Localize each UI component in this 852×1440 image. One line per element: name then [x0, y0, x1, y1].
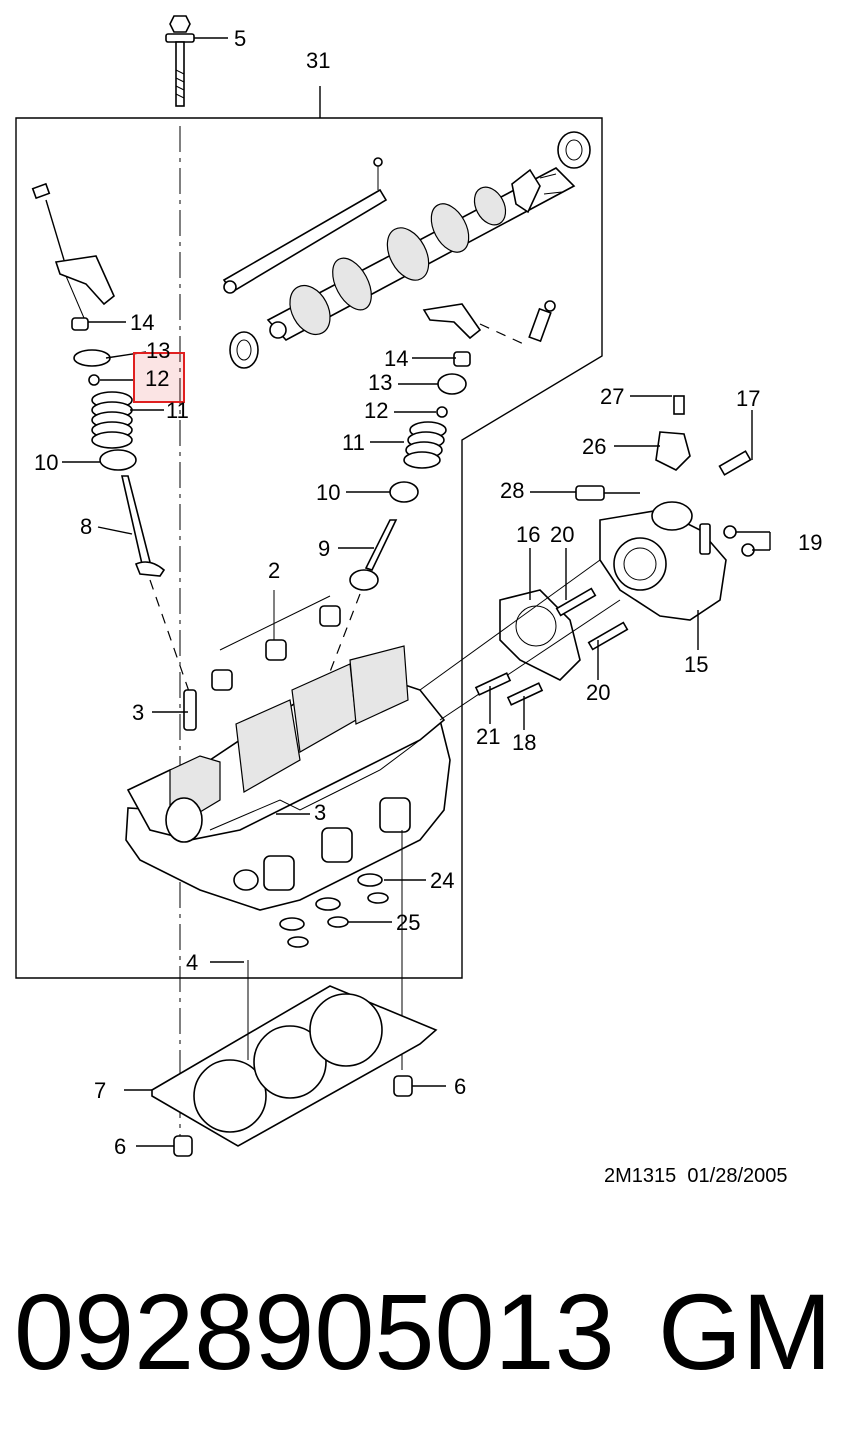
callout: 10: [34, 450, 58, 475]
valve-train-intake: [31, 182, 193, 701]
callout: 11: [342, 430, 365, 455]
valve-spring: [91, 391, 133, 449]
part-number: 0928905013: [14, 1271, 615, 1392]
cylinder-head: [125, 645, 451, 911]
callout: 25: [396, 910, 420, 935]
callout: 26: [582, 434, 606, 459]
callout: 5: [234, 26, 246, 51]
callout: 28: [500, 478, 524, 503]
callout: 3: [132, 700, 144, 725]
callout: 14: [130, 310, 154, 335]
assembly-frame: [15, 117, 603, 979]
callout: 8: [80, 514, 92, 539]
callout: 16: [516, 522, 540, 547]
callout: 31: [306, 48, 330, 73]
callout: 18: [512, 730, 536, 755]
leader-lines: [62, 321, 771, 1147]
callout: 21: [476, 724, 500, 749]
drawing-stamp: 2M1315 01/28/2005: [604, 1165, 788, 1187]
callout: 11: [166, 398, 189, 423]
callout: 13: [146, 338, 170, 363]
valve-spring: [403, 421, 447, 469]
callout-highlighted: 12: [145, 366, 169, 391]
callout: 10: [316, 480, 340, 505]
callout: 6: [114, 1134, 126, 1159]
callout: 4: [186, 950, 198, 975]
callout: 15: [684, 652, 708, 677]
callout: 13: [368, 370, 392, 395]
callout: 6: [454, 1074, 466, 1099]
callout: 27: [600, 384, 624, 409]
callout: 20: [550, 522, 574, 547]
callout: 24: [430, 868, 454, 893]
callout: 12: [364, 398, 388, 423]
brand-label: GM: [658, 1271, 832, 1392]
callout: 20: [586, 680, 610, 705]
callout: 14: [384, 346, 408, 371]
callout: 9: [318, 536, 330, 561]
head-gasket: [151, 960, 438, 1147]
callout: 7: [94, 1078, 106, 1103]
rocker-shaft: [222, 157, 563, 294]
callout: 3: [314, 800, 326, 825]
callout: 19: [798, 530, 822, 555]
callout: 2: [268, 558, 280, 583]
head-bolt: [165, 15, 228, 107]
highlight-box: [133, 352, 185, 403]
callout: 17: [736, 386, 760, 411]
camshaft: [229, 131, 591, 369]
valve-train-exhaust: [295, 300, 556, 761]
camshaft-sensor: [575, 395, 752, 501]
